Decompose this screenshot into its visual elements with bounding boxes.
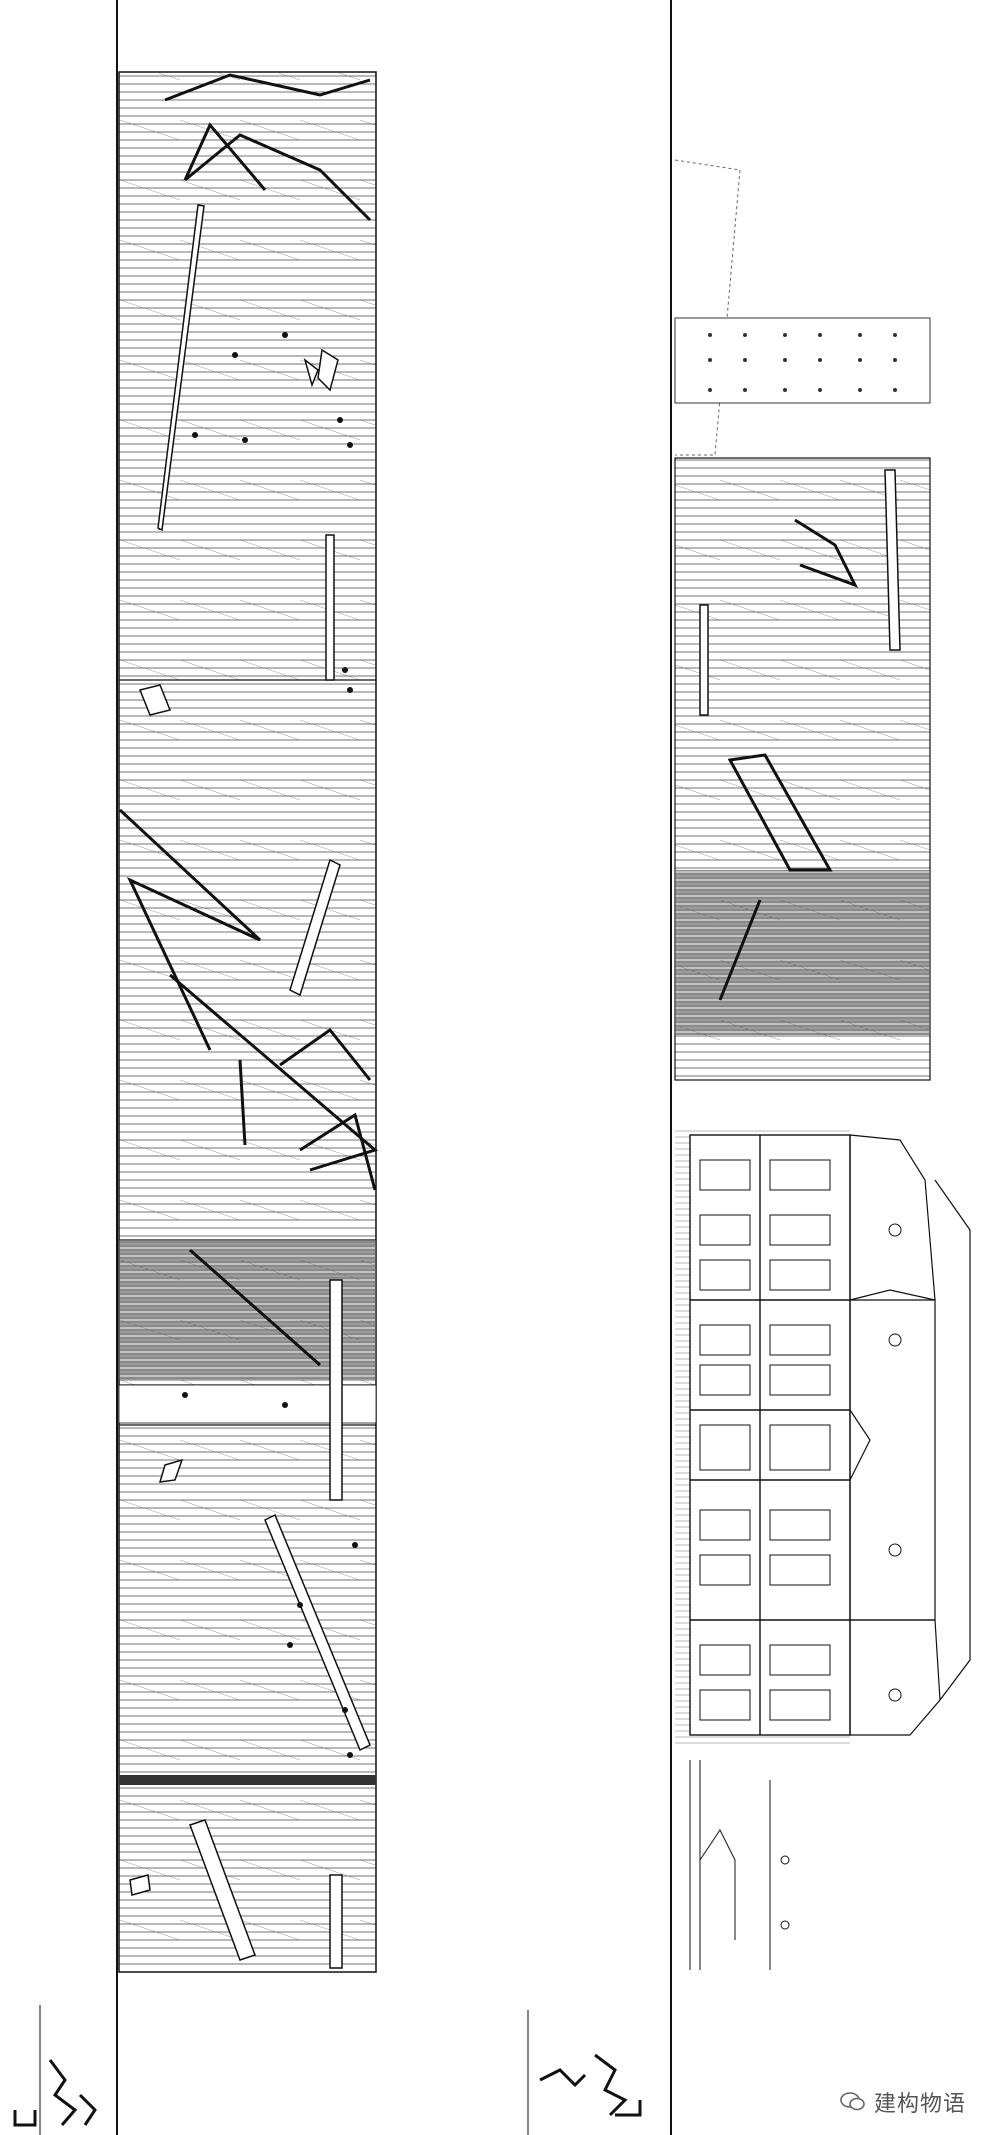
right-plan-upper: [674, 159, 931, 1081]
left-plan-strip: [118, 71, 379, 1973]
wechat-bubble-icon: [840, 2092, 865, 2111]
watermark-text: 建构物语: [874, 2092, 967, 2117]
right-key-symbol: [539, 2053, 642, 2117]
left-key-symbol: [13, 2059, 97, 2127]
building-elevation: [675, 1128, 971, 1970]
watermark: 建构物语: [840, 2088, 967, 2117]
sheet-frame: [116, 0, 672, 2135]
